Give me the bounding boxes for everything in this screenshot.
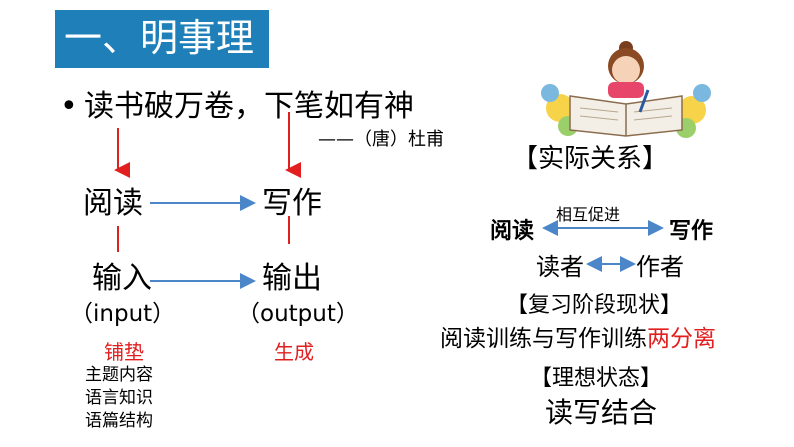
review-text-highlight: 两分离 <box>647 326 716 352</box>
relation-reader: 读者 <box>536 253 584 281</box>
write-label: 写作 <box>262 186 322 221</box>
output-label: 输出 <box>262 261 322 296</box>
topic-item: 语篇结构 <box>85 411 153 431</box>
relation-author: 作者 <box>636 253 684 281</box>
relation-read: 阅读 <box>490 218 535 244</box>
input-english: （input） <box>70 301 176 327</box>
review-stage-title: 【复习阶段现状】 <box>506 293 683 318</box>
output-english: （output） <box>237 301 359 327</box>
review-text-prefix: 阅读训练与写作训练 <box>440 326 647 352</box>
ideal-state-text: 读写结合 <box>545 396 658 429</box>
review-stage-text: 阅读训练与写作训练两分离 <box>440 324 716 354</box>
relation-mutual-label: 相互促进 <box>556 205 621 224</box>
input-label: 输入 <box>92 261 152 296</box>
relation-title: 【实际关系】 <box>512 144 669 174</box>
quote-line: 读书破万卷，下笔如有神 <box>84 89 414 124</box>
paving-label: 铺垫 <box>104 340 144 364</box>
topic-item: 语言知识 <box>85 388 153 408</box>
read-label: 阅读 <box>83 186 143 221</box>
title-bar <box>55 10 269 68</box>
topic-item: 主题内容 <box>85 365 153 385</box>
bullet-dot: • <box>60 89 78 124</box>
generate-label: 生成 <box>274 340 314 364</box>
quote-attribution: ——（唐）杜甫 <box>318 129 444 150</box>
slide-title: 一、明事理 <box>64 16 255 60</box>
girl-reading-book-illustration-icon <box>541 41 711 138</box>
ideal-state-title: 【理想状态】 <box>530 366 663 391</box>
relation-write: 写作 <box>669 218 714 244</box>
